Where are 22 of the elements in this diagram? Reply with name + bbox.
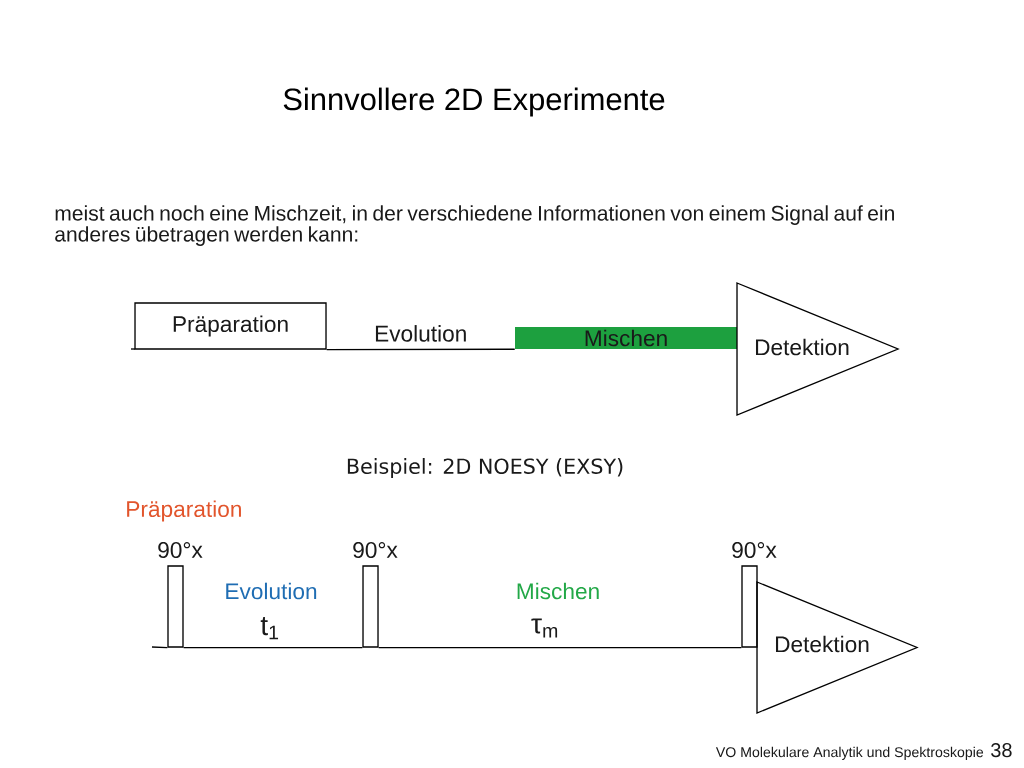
example-caption: Beispiel: 2D NOESY (EXSY): [347, 458, 623, 478]
pulse-label: 90°x: [158, 542, 203, 559]
phase-bar: Mischen: [515, 327, 737, 349]
phase-label: Präparation: [127, 500, 241, 522]
timeline: [151, 646, 168, 649]
phase-box: Präparation: [130, 302, 327, 350]
timeline: [378, 647, 742, 649]
footer-text: VO Molekulare Analytik und Spektroskopie: [715, 746, 984, 760]
intro-text: meist auch noch eine Mischzeit, in der verschiedene Informationen von einem Signal auf ein anderes übetragen werden kann:: [55, 205, 894, 246]
pulse-label: 90°x: [732, 542, 777, 559]
page-number: 38: [991, 743, 1012, 758]
pulse-label: 90°x: [353, 542, 398, 559]
detection-triangle: Detektion: [756, 581, 919, 714]
time-label: t$_{1}$: [260, 616, 279, 640]
timeline: [326, 348, 516, 351]
title: Sinnvollere 2D Experimente: [283, 87, 665, 117]
phase-label: Mischen: [517, 582, 599, 600]
edge-label: Evolution: [375, 325, 466, 342]
timeline: [183, 647, 363, 649]
time-label: τ$_{m}$: [531, 618, 558, 638]
phase-label: Evolution: [226, 582, 317, 600]
detection-triangle: Detektion: [736, 282, 900, 416]
